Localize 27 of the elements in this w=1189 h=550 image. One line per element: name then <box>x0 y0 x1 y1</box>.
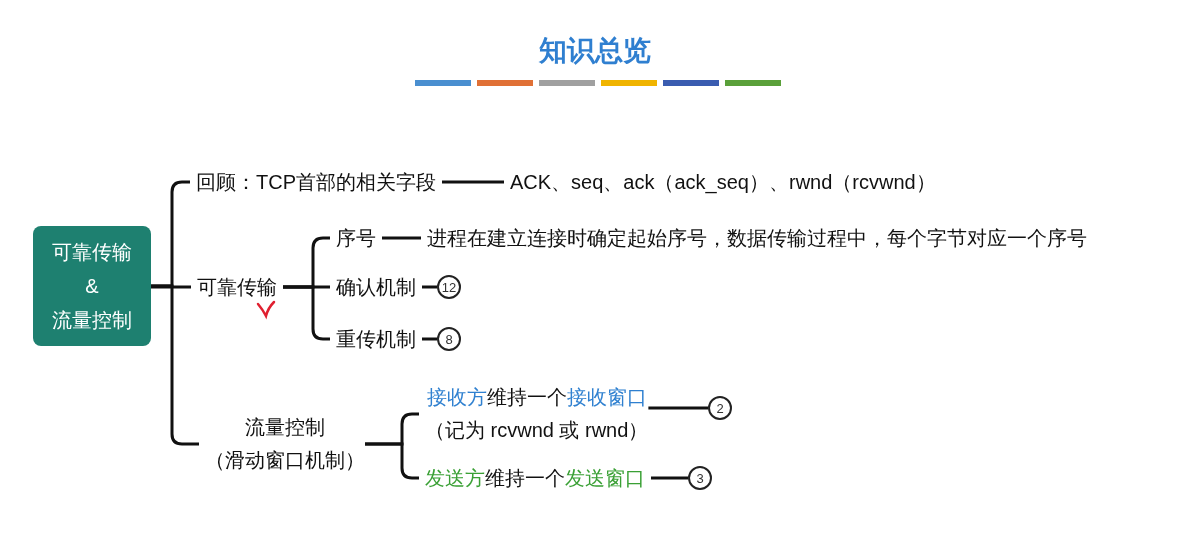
connector-line <box>422 285 437 289</box>
count-badge: 8 <box>437 327 461 351</box>
connector-line <box>422 337 437 341</box>
topic-text: 可靠传输 <box>197 273 277 301</box>
connector-line <box>151 284 199 446</box>
connector-line <box>651 476 688 480</box>
topic-text: 重传机制 <box>336 325 416 353</box>
count-badge: 12 <box>437 275 461 299</box>
connector-line <box>151 285 191 289</box>
topic-text: 回顾：TCP首部的相关字段 <box>196 168 436 196</box>
connector-line <box>648 406 708 410</box>
connector-line <box>382 236 421 240</box>
count-badge: 3 <box>688 466 712 490</box>
topic-text: ACK、seq、ack（ack_seq）、rwnd（rcvwnd） <box>510 168 936 196</box>
topic-box <box>33 226 151 346</box>
count-badge: 2 <box>708 396 732 420</box>
topic-text: （滑动窗口机制） <box>205 448 365 473</box>
title: 知识总览 <box>538 34 651 68</box>
topic-text: 流量控制 <box>245 415 325 440</box>
topic-text: 序号 <box>336 224 376 252</box>
topic-text: 确认机制 <box>336 273 416 301</box>
topic-text: （记为 rcvwnd 或 rwnd） <box>425 418 649 443</box>
topic-text: 可靠传输 & 流量控制 <box>51 240 133 333</box>
connector-line <box>442 180 504 184</box>
topic-text: 发送方维持一个发送窗口 <box>425 464 645 492</box>
topic-text: 接收方维持一个接收窗口 <box>426 385 647 410</box>
topic-text: 进程在建立连接时确定起始序号，数据传输过程中，每个字节对应一个序号 <box>427 224 1087 252</box>
